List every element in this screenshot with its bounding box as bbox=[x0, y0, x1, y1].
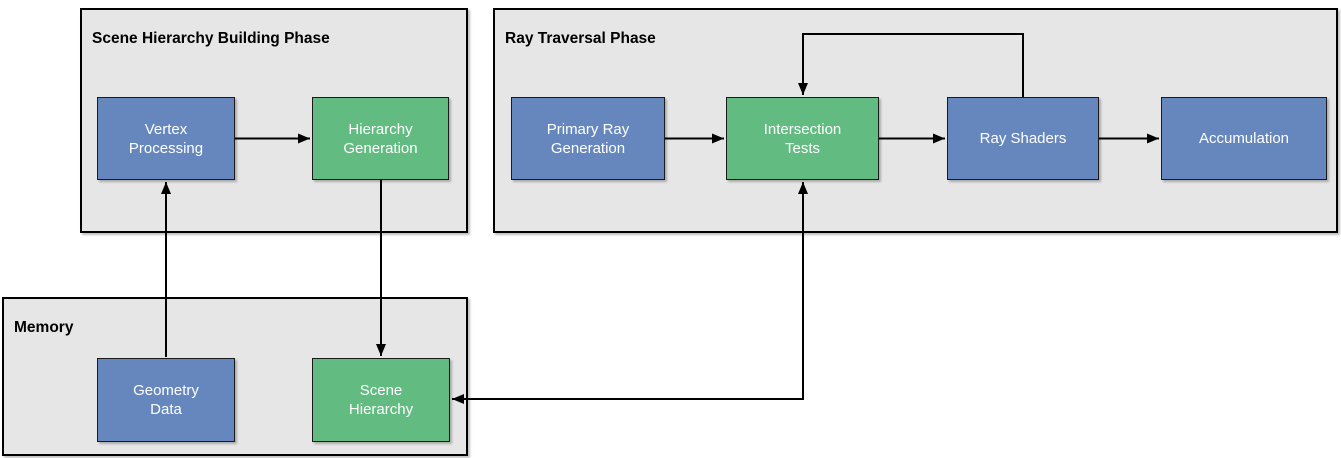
node-geometry-data: Geometry Data bbox=[97, 358, 235, 442]
node-hierarchy-generation: Hierarchy Generation bbox=[312, 97, 449, 180]
container-title-memory: Memory bbox=[14, 319, 74, 336]
node-label-intersection-tests: Intersection Tests bbox=[763, 120, 842, 157]
node-label-hierarchy-generation: Hierarchy Generation bbox=[343, 120, 418, 157]
node-label-scene-hierarchy: Scene Hierarchy bbox=[348, 382, 414, 418]
node-intersection-tests: Intersection Tests bbox=[726, 97, 879, 180]
container-title-ray-traversal-phase: Ray Traversal Phase bbox=[505, 30, 656, 47]
node-accumulation: Accumulation bbox=[1161, 97, 1327, 180]
container-title-scene-hierarchy-building-phase: Scene Hierarchy Building Phase bbox=[92, 30, 330, 47]
node-label-ray-shaders: Ray Shaders bbox=[979, 130, 1067, 147]
node-label-accumulation: Accumulation bbox=[1198, 130, 1290, 147]
node-label-vertex-processing: Vertex Processing bbox=[128, 120, 204, 157]
node-scene-hierarchy: Scene Hierarchy bbox=[312, 358, 450, 442]
node-ray-shaders: Ray Shaders bbox=[947, 97, 1099, 180]
node-primary-ray-generation: Primary Ray Generation bbox=[511, 97, 665, 180]
node-label-primary-ray-generation: Primary Ray Generation bbox=[546, 120, 630, 157]
node-vertex-processing: Vertex Processing bbox=[97, 97, 235, 180]
node-label-geometry-data: Geometry Data bbox=[133, 382, 199, 418]
